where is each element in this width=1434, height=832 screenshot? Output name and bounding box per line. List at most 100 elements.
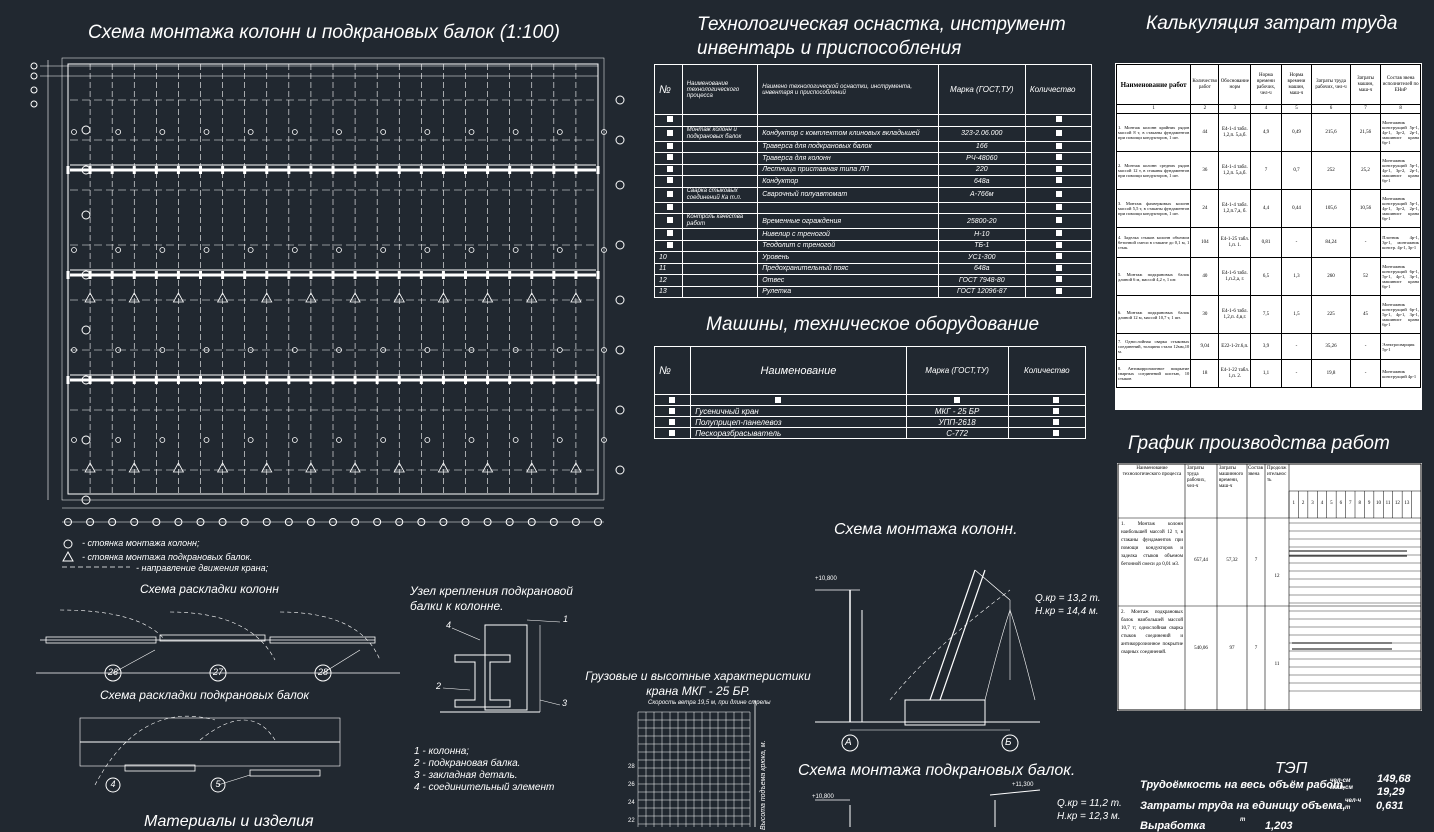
labor-cell: 6,5	[1250, 257, 1282, 296]
column-mark	[88, 376, 92, 384]
labor-cell: 0,81	[1250, 227, 1282, 258]
column-mark	[176, 166, 180, 174]
labor-cell: 44	[1190, 113, 1220, 152]
column-mark	[287, 376, 291, 384]
column-mark	[265, 376, 269, 384]
machines-title: Машины, техническое оборудование	[706, 314, 1040, 335]
legend-beam-stand: - стоянка монтажа подкрановых балок.	[82, 552, 253, 562]
tep-line-1-unit: чел-см маш-см	[1330, 778, 1353, 791]
column-mark	[265, 166, 269, 174]
column-stand-icon	[203, 347, 210, 353]
column-mark	[552, 166, 556, 174]
equipment-cell: ТБ-1	[937, 239, 1026, 252]
schedule-day-label: 9	[1367, 501, 1371, 506]
labor-cell: Монтажник конструкций 5р-1, 4р-1, 3р-2, …	[1380, 113, 1421, 152]
schedule-day-label: 5	[1330, 501, 1333, 506]
beam-stand-icon	[437, 292, 450, 303]
labor-cell: Е4-1-6 табл. 1,2,п. 4,в,г.	[1218, 295, 1252, 334]
column-mark	[66, 271, 70, 279]
beam-scheme-level1: +10,800	[812, 794, 834, 800]
labor-cell: 4,9	[1250, 113, 1282, 152]
axis-marker-icon	[86, 518, 95, 526]
labor-row: 7. Однослойная сварка стыковых соединени…	[1115, 333, 1421, 360]
labor-row: 8. Антикоррозионное покрытие сварных сое…	[1115, 359, 1421, 388]
equipment-cell: Сварка стыковых соединений Ка т.п.	[681, 186, 759, 203]
materials-title: Материалы и изделия	[144, 813, 314, 830]
column-mark	[353, 166, 357, 174]
schedule-day-label: 4	[1320, 501, 1324, 506]
crane-chars-title: Грузовые и высотные характеристики крана…	[585, 669, 811, 698]
tep-line-3-value: 1,203	[1265, 820, 1293, 832]
column-stand-icon	[468, 129, 475, 135]
beam-stand-icon	[570, 292, 582, 303]
column-stand-icon	[115, 129, 122, 135]
column-mark	[441, 166, 445, 174]
column-stand-icon	[601, 247, 607, 253]
labor-cell: 6. Монтаж подкрановых балок длиной 12 м,…	[1115, 295, 1192, 334]
column-stand-icon	[336, 247, 342, 253]
layout-beam-mark-4: 4	[110, 779, 116, 789]
labor-cell: 4,4	[1250, 189, 1282, 228]
labor-cell: Электросварщик 5р-1	[1380, 333, 1421, 360]
layout-columns-title: Схема раскладки колонн	[140, 582, 279, 596]
labor-cell: Монтажник конструкций 6р-1, 5р-1, 4р-1, …	[1380, 295, 1421, 334]
column-stand-icon	[291, 437, 298, 443]
equipment-cell	[681, 201, 759, 214]
column-mark	[221, 271, 225, 279]
column-mark	[574, 271, 578, 279]
column-mark	[331, 376, 335, 384]
beam-stand-icon	[349, 462, 361, 473]
column-stand-icon	[512, 129, 519, 135]
column-stand-icon	[601, 129, 607, 135]
machine-cell	[653, 405, 692, 417]
crane-chart-yticks: 28 26 24 22	[628, 758, 635, 830]
beam-stand-icon	[393, 292, 405, 303]
labor-row: 2. Монтаж колонн средних рядов массой 12…	[1115, 151, 1421, 190]
column-mark	[574, 376, 578, 384]
axis-marker-icon	[395, 518, 404, 526]
equipment-cell	[1024, 186, 1093, 203]
column-mark	[88, 271, 92, 279]
column-mark	[66, 166, 70, 174]
column-mark	[66, 376, 70, 384]
equipment-cell	[681, 228, 759, 241]
labor-header: Обоснование норм	[1218, 64, 1252, 105]
equipment-cell	[654, 228, 683, 241]
column-scheme-title: Схема монтажа колонн.	[834, 521, 1018, 538]
axis-marker-icon	[615, 405, 625, 415]
column-mark	[154, 271, 158, 279]
axis-marker-icon	[81, 210, 91, 220]
machine-cell	[1007, 394, 1087, 406]
crane-chart-ytick: 24	[628, 800, 635, 806]
equipment-cell	[1024, 152, 1093, 165]
column-mark	[110, 166, 114, 174]
labor-index-cell: 7	[1349, 104, 1382, 114]
labor-cell: -	[1280, 227, 1313, 258]
column-stand-icon	[468, 437, 475, 443]
labor-cell: Е4-1-25 табл. 1,п. 1.	[1218, 227, 1252, 258]
labor-cell: 215,6	[1311, 113, 1351, 152]
column-mark	[132, 271, 136, 279]
labor-cell: 225	[1311, 295, 1351, 334]
beam-stand-icon	[172, 292, 185, 303]
labor-cell: 52	[1349, 257, 1382, 296]
beam-stand-icon	[393, 462, 405, 473]
beam-stand-icon	[526, 292, 538, 303]
labor-index-cell: 3	[1218, 104, 1252, 114]
equipment-cell	[654, 152, 683, 165]
axis-marker-icon	[615, 345, 625, 355]
column-mark	[375, 166, 379, 174]
node-legend-4: 4 - соединительный элемент	[414, 782, 555, 793]
equipment-cell	[654, 201, 683, 214]
labor-header: Затраты машин, маш-ч	[1349, 64, 1382, 105]
equipment-cell	[681, 274, 759, 287]
labor-cell: 5. Монтаж подкрановых балок длиной 6 м, …	[1115, 257, 1192, 296]
axis-marker-icon	[174, 518, 183, 526]
axis-marker-icon	[615, 240, 625, 250]
equipment-cell: Временные ограждения	[757, 213, 939, 229]
axis-marker-icon	[218, 518, 227, 526]
node-number-4: 4	[446, 620, 452, 630]
